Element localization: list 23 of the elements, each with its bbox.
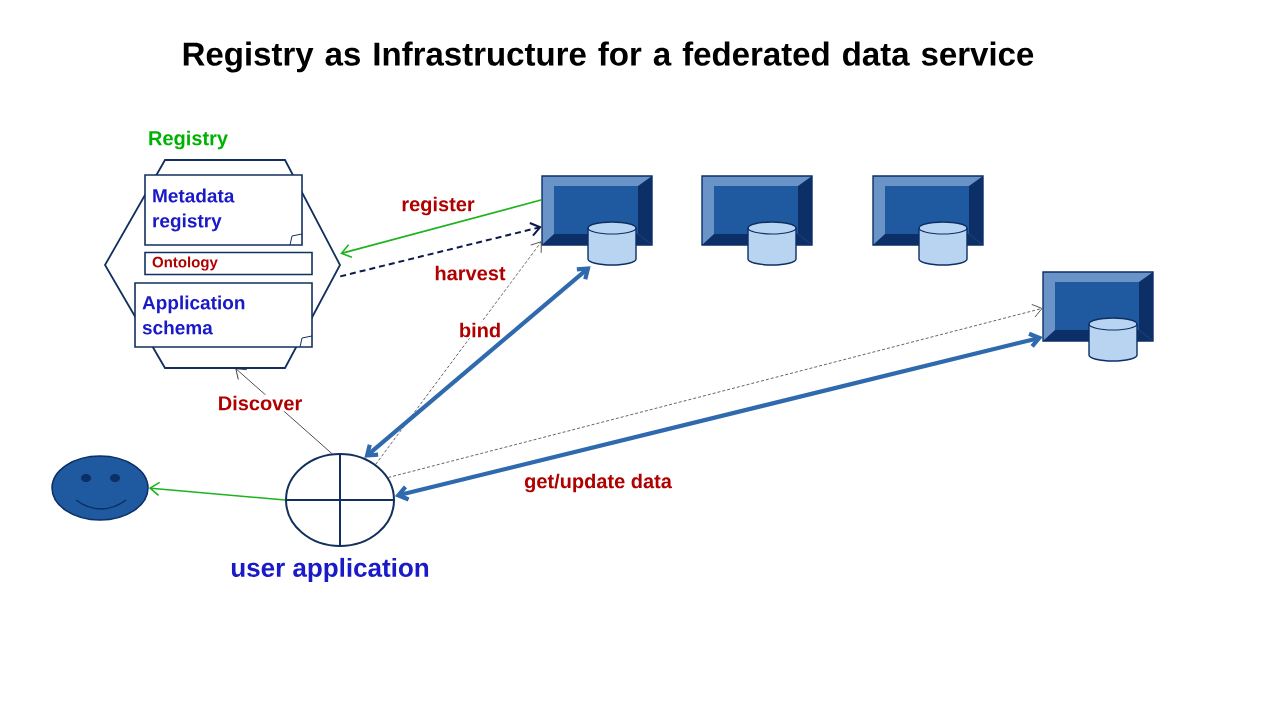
arrow	[364, 266, 591, 458]
arrow	[339, 222, 542, 278]
smiley-face	[51, 455, 149, 521]
edge-label: register	[400, 195, 476, 217]
edge-label: get/update data	[523, 472, 673, 494]
document-box: Metadata registry	[144, 174, 303, 246]
ontology-box: Ontology	[144, 251, 313, 276]
server-drawing	[872, 175, 984, 266]
document-box: Application schema	[134, 282, 313, 348]
arrow	[340, 199, 543, 259]
arrow	[148, 481, 286, 501]
edge-label: bind	[457, 321, 503, 339]
edge-label: harvest	[433, 264, 507, 282]
node-label: user application	[231, 557, 429, 583]
node-label: Registry	[149, 130, 228, 150]
arrow	[375, 241, 542, 465]
arrow	[394, 331, 1043, 502]
server-drawing	[701, 175, 813, 266]
arrow	[387, 303, 1043, 478]
edge-label: Discover	[216, 394, 304, 412]
server-drawing	[1042, 271, 1154, 362]
title: Registry as Infrastructure for a federated data service	[183, 41, 1034, 73]
server-drawing	[541, 175, 653, 266]
